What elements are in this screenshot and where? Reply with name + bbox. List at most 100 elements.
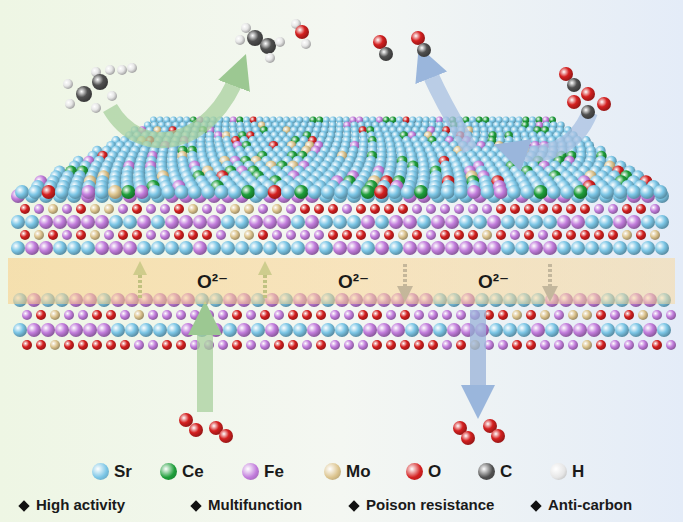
- atom: [308, 185, 322, 199]
- atom: [498, 340, 508, 350]
- atom: [559, 323, 573, 337]
- atom: [440, 230, 450, 240]
- atom: [344, 310, 354, 320]
- atom: [442, 340, 452, 350]
- atom: [307, 323, 321, 337]
- atom: [524, 204, 534, 214]
- atom: [601, 323, 615, 337]
- atom: [358, 310, 368, 320]
- atom: [316, 340, 326, 350]
- legend-text: Mo: [346, 462, 371, 482]
- atom: [20, 230, 30, 240]
- atom: [319, 215, 333, 229]
- atom: [657, 323, 671, 337]
- atom: [272, 204, 282, 214]
- atom: [76, 204, 86, 214]
- atom: [473, 215, 487, 229]
- atom: [489, 323, 503, 337]
- atom: [286, 204, 296, 214]
- atom: [188, 204, 198, 214]
- atom: [106, 340, 116, 350]
- atom: [468, 204, 478, 214]
- atom: [389, 241, 403, 255]
- atom: [510, 230, 520, 240]
- atom: [106, 310, 116, 320]
- atom: [373, 35, 387, 49]
- atom: [414, 340, 424, 350]
- atom: [454, 204, 464, 214]
- atom: [652, 340, 662, 350]
- atom: [501, 241, 515, 255]
- atom: [540, 340, 550, 350]
- atom: [107, 91, 117, 101]
- atom: [263, 215, 277, 229]
- atom: [176, 340, 186, 350]
- atom: [596, 340, 606, 350]
- legend-swatch: [406, 463, 423, 480]
- ion-label: O²⁻: [197, 270, 228, 293]
- atom: [571, 241, 585, 255]
- atom: [361, 241, 375, 255]
- legend-text: C: [500, 462, 512, 482]
- atom: [398, 204, 408, 214]
- atom: [42, 185, 56, 199]
- atom: [566, 230, 576, 240]
- atom: [638, 310, 648, 320]
- atom: [328, 204, 338, 214]
- atom: [580, 230, 590, 240]
- atom: [132, 230, 142, 240]
- atom: [228, 185, 242, 199]
- atom: [305, 241, 319, 255]
- atom: [246, 310, 256, 320]
- atom: [134, 310, 144, 320]
- atom: [552, 204, 562, 214]
- atom: [347, 215, 361, 229]
- atom: [567, 78, 581, 92]
- atom: [334, 185, 348, 199]
- atom: [319, 241, 333, 255]
- atom: [356, 204, 366, 214]
- atom: [426, 230, 436, 240]
- atom: [552, 230, 562, 240]
- atom: [232, 340, 242, 350]
- atom: [109, 241, 123, 255]
- atom: [610, 340, 620, 350]
- atom: [286, 230, 296, 240]
- atom: [496, 204, 506, 214]
- atom: [608, 230, 618, 240]
- atom: [328, 230, 338, 240]
- atom: [123, 241, 137, 255]
- atom: [251, 323, 265, 337]
- atom: [403, 241, 417, 255]
- atom: [237, 323, 251, 337]
- atom: [291, 215, 305, 229]
- atom: [193, 215, 207, 229]
- atom: [244, 204, 254, 214]
- atom: [426, 204, 436, 214]
- atom: [67, 215, 81, 229]
- atom: [538, 204, 548, 214]
- ion-label: O²⁻: [338, 270, 369, 293]
- atom: [281, 185, 295, 199]
- atom: [151, 215, 165, 229]
- atom: [221, 241, 235, 255]
- atom: [82, 185, 96, 199]
- atom: [431, 241, 445, 255]
- atom: [342, 204, 352, 214]
- legend-text: Fe: [264, 462, 284, 482]
- atom: [417, 215, 431, 229]
- atom: [279, 323, 293, 337]
- atom: [291, 241, 305, 255]
- atom: [557, 241, 571, 255]
- atom: [342, 230, 352, 240]
- legend-text: Ce: [182, 462, 204, 482]
- ion-label: O²⁻: [478, 270, 509, 293]
- atom: [580, 204, 590, 214]
- atom: [76, 86, 92, 102]
- atom: [132, 204, 142, 214]
- atom: [379, 47, 393, 61]
- atom: [566, 204, 576, 214]
- atom: [454, 230, 464, 240]
- atom: [515, 241, 529, 255]
- atom: [372, 310, 382, 320]
